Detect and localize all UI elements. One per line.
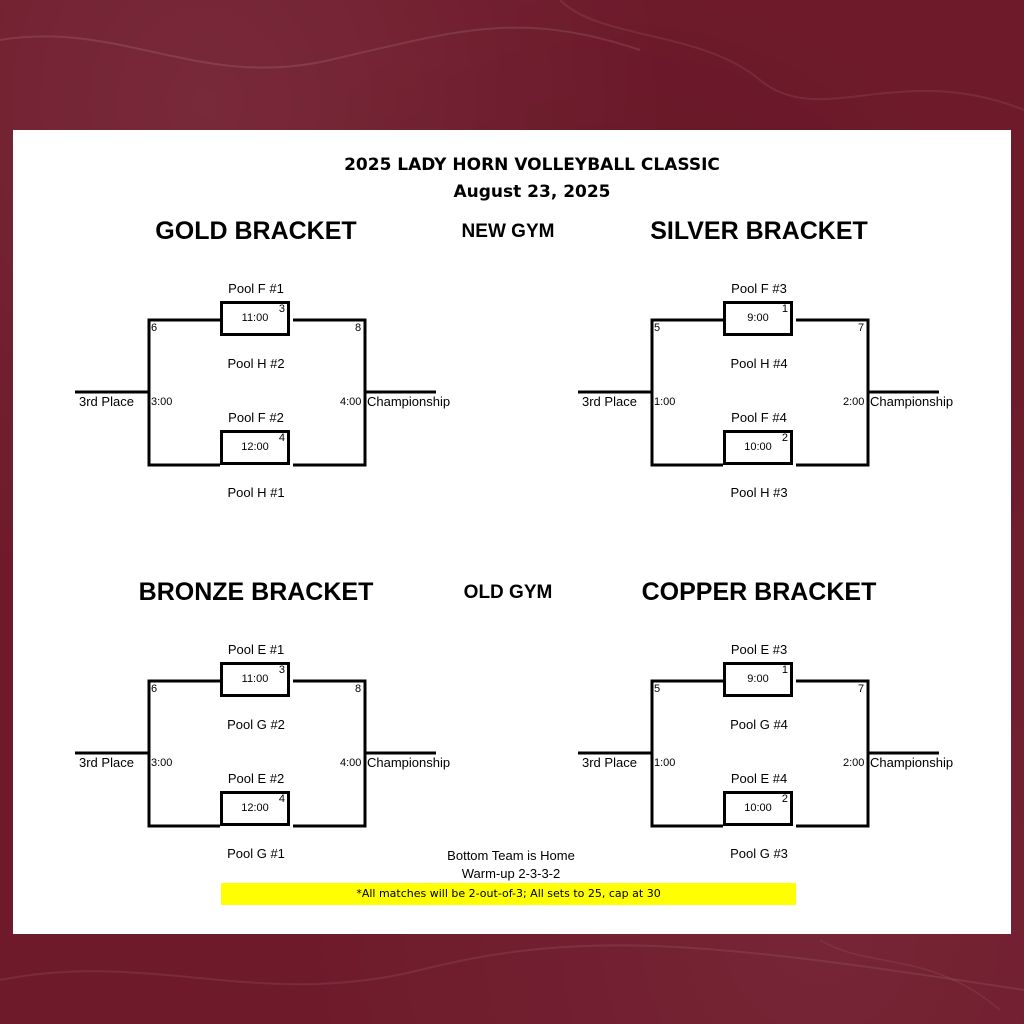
game-number: 4 — [278, 793, 285, 805]
game-time: 9:00 — [747, 312, 769, 324]
silver-third-place-number: 5 — [654, 322, 661, 334]
bronze-bottom-game-team-bottom: Pool G #1 — [227, 846, 285, 861]
bronze-bottom-game-box: 4 12:00 — [220, 791, 290, 826]
document-date: August 23, 2025 — [453, 182, 611, 202]
game-number: 3 — [278, 664, 285, 676]
copper-bottom-game-box: 2 10:00 — [723, 791, 793, 826]
bronze-championship-time: 4:00 — [340, 757, 362, 769]
gold-bottom-game-box: 4 12:00 — [220, 430, 290, 465]
bronze-championship-label: Championship — [367, 755, 451, 770]
silver-bracket-title: SILVER BRACKET — [650, 217, 868, 245]
game-time: 11:00 — [241, 673, 269, 685]
silver-third-place-label: 3rd Place — [582, 394, 637, 409]
home-team-note: Bottom Team is Home — [447, 848, 575, 863]
silver-bottom-game-box: 2 10:00 — [723, 430, 793, 465]
bronze-third-place-label: 3rd Place — [79, 755, 134, 770]
game-time: 11:00 — [241, 312, 269, 324]
warmup-note: Warm-up 2-3-3-2 — [461, 866, 561, 881]
gold-top-game-team-top: Pool F #1 — [228, 281, 284, 296]
copper-championship-time: 2:00 — [843, 757, 865, 769]
copper-third-place-label: 3rd Place — [582, 755, 637, 770]
gold-top-game-team-bottom: Pool H #2 — [227, 356, 285, 371]
game-time: 10:00 — [744, 802, 772, 814]
match-rules-note: *All matches will be 2-out-of-3; All set… — [221, 883, 796, 905]
document-title: 2025 LADY HORN VOLLEYBALL CLASSIC — [344, 155, 720, 175]
silver-top-game-team-top: Pool F #3 — [731, 281, 787, 296]
new-gym-label: NEW GYM — [461, 221, 555, 242]
bronze-bottom-game-team-top: Pool E #2 — [227, 771, 285, 786]
game-number: 1 — [781, 664, 788, 676]
game-time: 12:00 — [241, 441, 269, 453]
copper-bottom-game-team-top: Pool E #4 — [730, 771, 788, 786]
silver-top-game-box: 1 9:00 — [723, 301, 793, 336]
silver-top-game-team-bottom: Pool H #4 — [730, 356, 788, 371]
bronze-third-place-time: 3:00 — [151, 757, 173, 769]
copper-top-game-box: 1 9:00 — [723, 662, 793, 697]
gold-top-game-box: 3 11:00 — [220, 301, 290, 336]
old-gym-label: OLD GYM — [463, 582, 553, 603]
bracket-sheet — [13, 130, 1011, 934]
silver-championship-time: 2:00 — [843, 396, 865, 408]
bronze-third-place-number: 6 — [151, 683, 158, 695]
gold-bracket-title: GOLD BRACKET — [155, 217, 357, 245]
silver-third-place-time: 1:00 — [654, 396, 676, 408]
bronze-top-game-team-bottom: Pool G #2 — [227, 717, 285, 732]
copper-championship-number: 7 — [858, 683, 865, 695]
silver-bottom-game-team-bottom: Pool H #3 — [730, 485, 788, 500]
silver-championship-label: Championship — [870, 394, 954, 409]
gold-bottom-game-team-bottom: Pool H #1 — [227, 485, 285, 500]
bronze-top-game-team-top: Pool E #1 — [227, 642, 285, 657]
gold-championship-label: Championship — [367, 394, 451, 409]
game-number: 2 — [781, 432, 788, 444]
silver-championship-number: 7 — [858, 322, 865, 334]
copper-championship-label: Championship — [870, 755, 954, 770]
gold-championship-time: 4:00 — [340, 396, 362, 408]
gold-third-place-label: 3rd Place — [79, 394, 134, 409]
game-time: 9:00 — [747, 673, 769, 685]
copper-third-place-time: 1:00 — [654, 757, 676, 769]
copper-third-place-number: 5 — [654, 683, 661, 695]
copper-top-game-team-bottom: Pool G #4 — [730, 717, 788, 732]
copper-bracket-title: COPPER BRACKET — [641, 578, 877, 606]
game-number: 3 — [278, 303, 285, 315]
game-time: 10:00 — [744, 441, 772, 453]
bronze-top-game-box: 3 11:00 — [220, 662, 290, 697]
bronze-championship-number: 8 — [355, 683, 362, 695]
silver-bottom-game-team-top: Pool F #4 — [731, 410, 787, 425]
copper-bottom-game-team-bottom: Pool G #3 — [730, 846, 788, 861]
gold-third-place-number: 6 — [151, 322, 158, 334]
bronze-bracket-title: BRONZE BRACKET — [138, 578, 374, 606]
game-number: 4 — [278, 432, 285, 444]
copper-top-game-team-top: Pool E #3 — [730, 642, 788, 657]
game-number: 1 — [781, 303, 788, 315]
gold-championship-number: 8 — [355, 322, 362, 334]
gold-third-place-time: 3:00 — [151, 396, 173, 408]
game-time: 12:00 — [241, 802, 269, 814]
gold-bottom-game-team-top: Pool F #2 — [228, 410, 284, 425]
game-number: 2 — [781, 793, 788, 805]
